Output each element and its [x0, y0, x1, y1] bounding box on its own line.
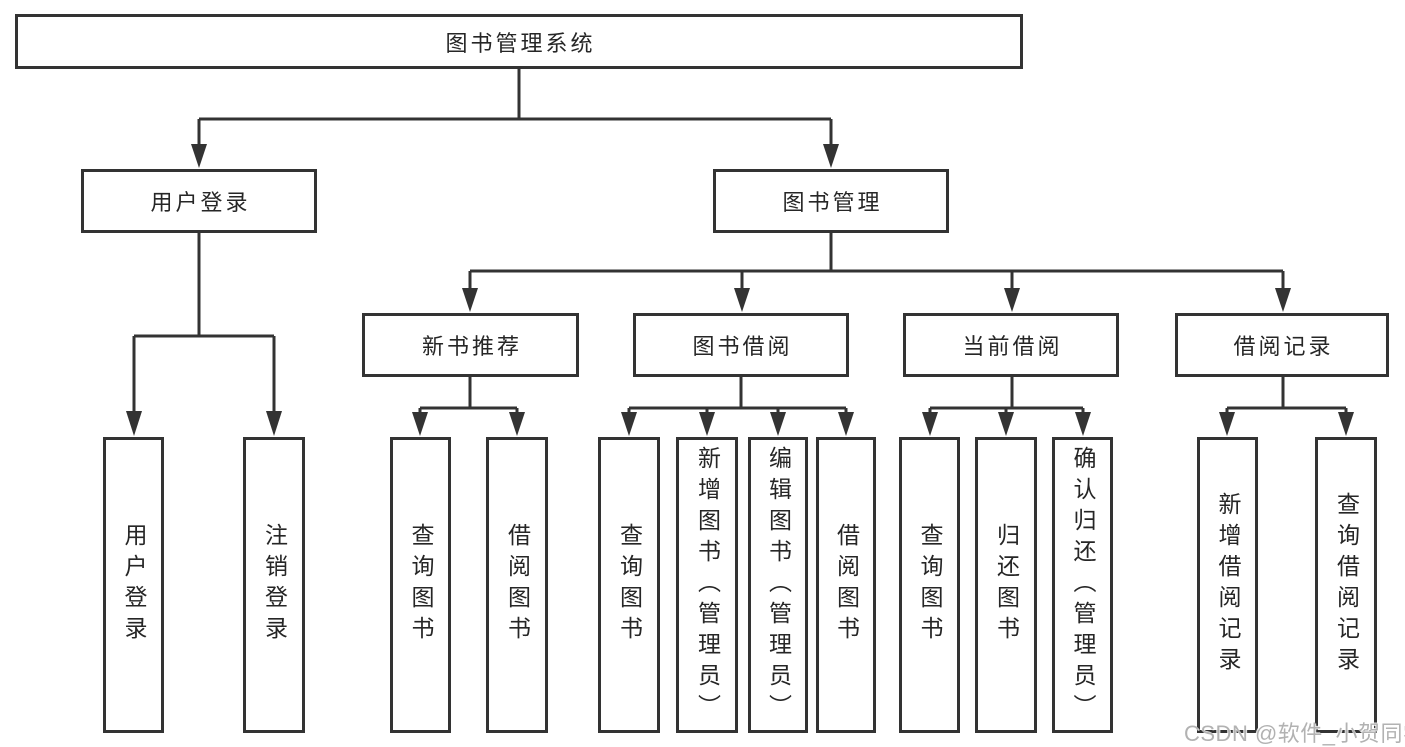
leaf-cb-confirm-return-admin: 确认归还（管理员） [1052, 437, 1113, 733]
edge-user-login-children [126, 233, 282, 436]
arrow-down-icon [621, 412, 637, 436]
arrow-down-icon [734, 288, 750, 312]
edge-borrow-records-children [1219, 377, 1354, 436]
edge-book-borrow-children [621, 377, 854, 436]
leaf-bb-borrow-books: 借阅图书 [816, 437, 876, 733]
node-current-borrow: 当前借阅 [903, 313, 1119, 377]
node-root: 图书管理系统 [15, 14, 1023, 69]
node-user-login: 用户登录 [81, 169, 317, 233]
leaf-user-login: 用户登录 [103, 437, 164, 733]
edge-root-children [191, 69, 839, 168]
edge-current-borrow-children [922, 377, 1091, 436]
arrow-down-icon [126, 411, 142, 436]
node-book-mgmt: 图书管理 [713, 169, 949, 233]
leaf-br-query-record: 查询借阅记录 [1315, 437, 1377, 733]
arrow-down-icon [1075, 412, 1091, 436]
leaf-bb-edit-books-admin: 编辑图书（管理员） [748, 437, 808, 733]
arrow-down-icon [823, 144, 839, 168]
arrow-down-icon [509, 412, 525, 436]
edge-book-mgmt-children [462, 233, 1291, 312]
csdn-watermark: CSDN @软件_小贺同学 [1184, 721, 1405, 746]
arrow-down-icon [1338, 412, 1354, 436]
arrow-down-icon [770, 412, 786, 436]
leaf-cb-return-books: 归还图书 [975, 437, 1037, 733]
arrow-down-icon [998, 412, 1014, 436]
arrow-down-icon [699, 412, 715, 436]
edge-new-book-rec-children [412, 377, 525, 436]
leaf-logout: 注销登录 [243, 437, 305, 733]
arrow-down-icon [191, 144, 207, 168]
arrow-down-icon [462, 288, 478, 312]
leaf-cb-query-books: 查询图书 [899, 437, 960, 733]
node-new-book-rec: 新书推荐 [362, 313, 579, 377]
node-borrow-records: 借阅记录 [1175, 313, 1389, 377]
arrow-down-icon [412, 412, 428, 436]
arrow-down-icon [922, 412, 938, 436]
leaf-rec-borrow-books: 借阅图书 [486, 437, 548, 733]
arrow-down-icon [266, 411, 282, 436]
node-book-borrow: 图书借阅 [633, 313, 849, 377]
arrow-down-icon [1219, 412, 1235, 436]
arrow-down-icon [1275, 288, 1291, 312]
leaf-bb-query-books: 查询图书 [598, 437, 660, 733]
arrow-down-icon [1004, 288, 1020, 312]
leaf-br-add-record: 新增借阅记录 [1197, 437, 1258, 733]
leaf-rec-query-books: 查询图书 [390, 437, 451, 733]
arrow-down-icon [838, 412, 854, 436]
leaf-bb-add-books-admin: 新增图书（管理员） [676, 437, 738, 733]
